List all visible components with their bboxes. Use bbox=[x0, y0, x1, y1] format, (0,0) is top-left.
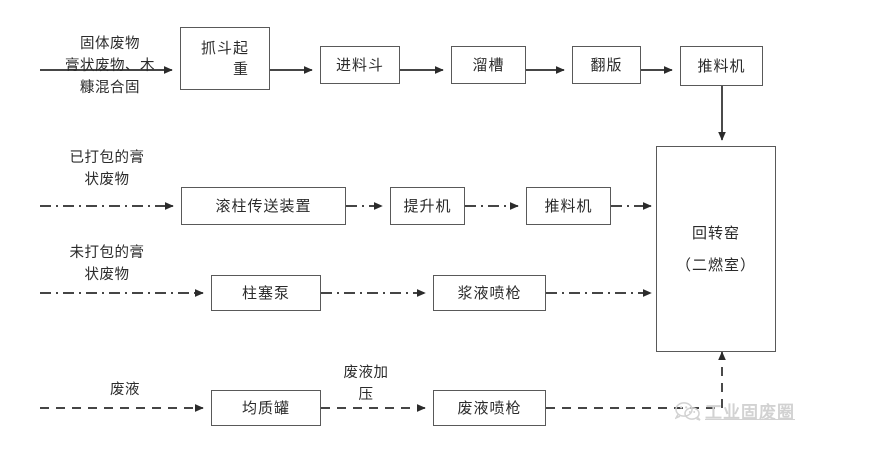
node-roller-conveyor-label: 滚柱传送装置 bbox=[215, 196, 312, 215]
flow-label-unpacked-paste: 未打包的膏 状废物 bbox=[69, 245, 145, 283]
node-slurry-lance[interactable]: 浆液喷枪 bbox=[433, 275, 546, 311]
node-flipper[interactable]: 翻版 bbox=[572, 46, 641, 84]
node-chute-label: 溜槽 bbox=[472, 55, 505, 74]
node-elevator-label: 提升机 bbox=[403, 196, 452, 215]
row1-connectors bbox=[40, 66, 726, 141]
node-rotary-kiln-label-2: （二燃室） bbox=[675, 256, 756, 274]
flow-label-packed-paste: 已打包的膏 状废物 bbox=[69, 150, 145, 188]
node-homogenizing-tank[interactable]: 均质罐 bbox=[211, 390, 321, 426]
node-feed-hopper-label: 进料斗 bbox=[335, 55, 384, 74]
node-chute[interactable]: 溜槽 bbox=[451, 46, 526, 84]
flow-label-waste-liquid: 废液 bbox=[110, 382, 140, 398]
node-liquid-lance-label: 废液喷枪 bbox=[457, 398, 522, 417]
node-grab-crane[interactable]: 抓斗起 重 bbox=[180, 27, 270, 90]
node-roller-conveyor[interactable]: 滚柱传送装置 bbox=[181, 187, 346, 225]
wechat-icon bbox=[675, 401, 701, 421]
watermark: 工业固废圈 bbox=[675, 398, 795, 423]
node-pusher-top-label: 推料机 bbox=[697, 56, 746, 75]
watermark-text: 工业固废圈 bbox=[705, 403, 795, 423]
node-rotary-kiln-label-1: 回转窑 bbox=[691, 223, 740, 242]
node-liquid-lance[interactable]: 废液喷枪 bbox=[433, 390, 546, 426]
node-pusher-mid[interactable]: 推料机 bbox=[526, 187, 611, 225]
node-homogenizing-tank-label: 均质罐 bbox=[241, 398, 290, 417]
node-elevator[interactable]: 提升机 bbox=[390, 187, 465, 225]
node-plunger-pump-label: 柱塞泵 bbox=[241, 283, 290, 302]
node-rotary-kiln[interactable]: 回转窑 （二燃室） bbox=[656, 146, 776, 352]
flow-label-liquid-pressurize: 废液加 压 bbox=[343, 365, 389, 403]
node-slurry-lance-label: 浆液喷枪 bbox=[457, 283, 522, 302]
node-grab-crane-label-2: 重 bbox=[232, 59, 249, 78]
node-pusher-mid-label: 推料机 bbox=[544, 196, 593, 215]
node-plunger-pump[interactable]: 柱塞泵 bbox=[211, 275, 321, 311]
flow-label-solid-waste: 固体废物 膏状废物、木 糠混合固 bbox=[65, 36, 155, 96]
node-feed-hopper[interactable]: 进料斗 bbox=[320, 46, 400, 84]
node-flipper-label: 翻版 bbox=[590, 55, 623, 74]
node-grab-crane-label-1: 抓斗起 bbox=[200, 39, 249, 58]
node-pusher-top[interactable]: 推料机 bbox=[680, 46, 763, 86]
